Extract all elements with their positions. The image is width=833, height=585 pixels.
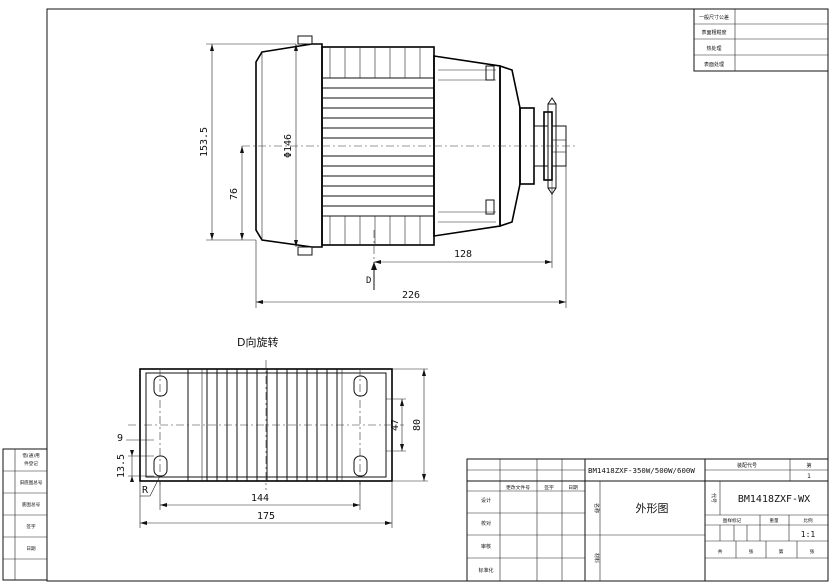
sheet-label: 第: [806, 462, 811, 469]
rev-sign-label: 签字: [544, 484, 554, 491]
role-review: 审核: [481, 543, 491, 550]
footer-page-sheets: 张: [810, 548, 815, 555]
rev-file-label: 更改文件号: [506, 484, 530, 491]
dim-base-length: 175: [257, 511, 275, 522]
table-row-2: 表面粗糙度: [701, 29, 726, 36]
dim-radius: R: [142, 485, 149, 496]
strip-label-6: 日期: [26, 546, 36, 552]
scale-label: 比例: [803, 517, 813, 524]
dim-height-total: 153.5: [199, 127, 210, 157]
code-label: 装配代号: [737, 462, 757, 469]
table-row-4: 表面处理: [704, 61, 724, 68]
sheet-number: 1: [807, 473, 811, 480]
footer-total: 共: [718, 548, 723, 555]
name-side-label: 名称: [593, 503, 600, 513]
stage-label: 图样标记: [723, 517, 742, 524]
rotation-note: D向旋转: [237, 335, 278, 349]
strip-label-5: 签字: [26, 523, 36, 530]
motor-front-view: [242, 35, 578, 260]
drawing-title: 外形图: [636, 502, 669, 515]
dim-hole-height: 13.5: [116, 454, 127, 478]
left-register-strip: 借(通)用 件登记 旧底图总号 底图总号 签字 日期: [2, 448, 48, 581]
cooling-fins: [322, 47, 434, 245]
weight-label: 重量: [769, 517, 779, 524]
view-arrow-label: D: [366, 276, 371, 286]
drawing-frame: [46, 8, 829, 582]
strip-label-3: 旧底图总号: [20, 479, 43, 486]
dim-base-inner: 47: [390, 419, 401, 431]
strip-label-1: 借(通)用: [22, 452, 40, 459]
rev-date-label: 日期: [568, 485, 578, 491]
strip-label-2: 件登记: [24, 460, 38, 467]
table-row-3: 热处理: [706, 45, 721, 52]
assembly-code: BM1418ZXF-WX: [738, 494, 810, 505]
base-view: [128, 360, 404, 490]
top-right-table: 一般尺寸公差 表面粗糙度 热处理 表面处理: [693, 8, 829, 72]
footer-page: 第: [779, 548, 784, 555]
table-row-1: 一般尺寸公差: [699, 14, 729, 21]
model-text: BM1418ZXF-350W/500W/600W: [588, 466, 695, 475]
title-block: BM1418ZXF-350W/500W/600W 装配代号 第 1 更改文件号 …: [466, 458, 829, 582]
front-view-dimensions: 153.5 Φ146 76 128 D 226: [199, 43, 567, 308]
material-side-label: 材料: [593, 553, 600, 563]
strip-label-4: 底图总号: [22, 501, 41, 508]
role-design: 设计: [481, 497, 491, 504]
role-standard: 标准化: [478, 567, 493, 574]
dim-hole-span: 144: [251, 493, 269, 504]
dim-shaft-offset: 128: [454, 249, 472, 260]
footer-sheets: 张: [749, 548, 754, 555]
dim-length-total: 226: [402, 290, 420, 301]
base-view-dimensions: 9 13.5 R 47 80 144 175: [116, 368, 428, 528]
scale-value: 1:1: [801, 530, 816, 539]
dim-base-outer: 80: [412, 419, 423, 431]
code-side-label: 代号: [710, 493, 717, 503]
dim-axis-height: 76: [229, 188, 240, 200]
dim-diameter: Φ146: [283, 134, 294, 158]
role-check: 校对: [481, 520, 491, 527]
dim-hole-pitch: 9: [117, 433, 123, 444]
